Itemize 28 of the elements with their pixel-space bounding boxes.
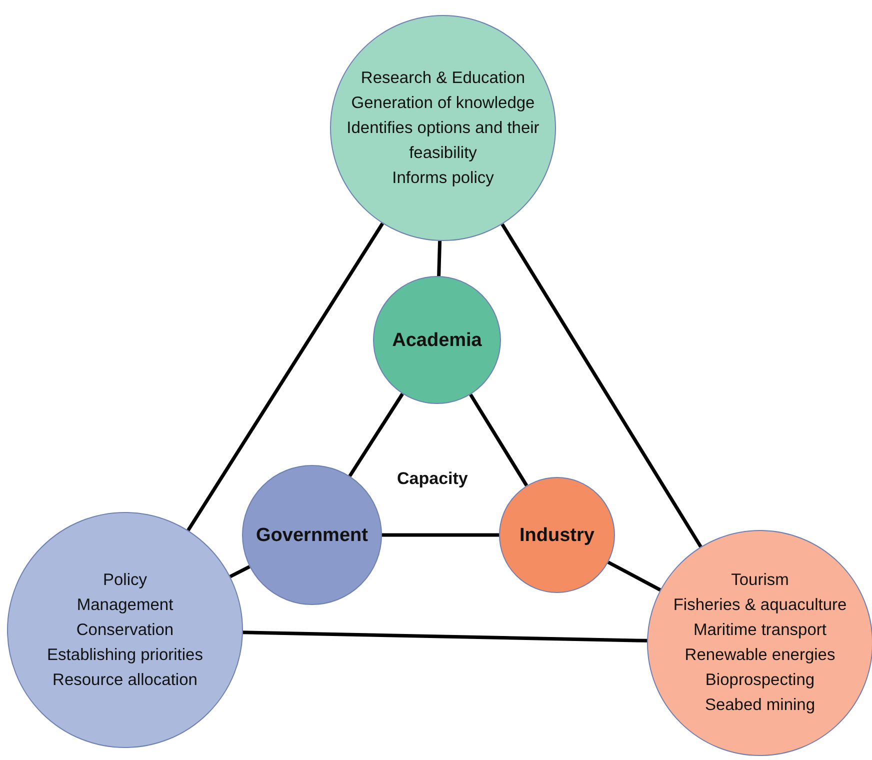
connector-line xyxy=(348,392,404,478)
sector-title: Government xyxy=(256,524,368,548)
role-text: Research & Education xyxy=(360,68,526,88)
connector-line xyxy=(242,630,648,642)
role-text: Identifies options and their feasibility xyxy=(346,118,540,164)
role-text: Informs policy xyxy=(392,168,494,188)
sector-title: Industry xyxy=(520,524,594,548)
role-text: Tourism xyxy=(731,570,789,591)
role-text: Seabed mining xyxy=(704,695,816,716)
role-text: Generation of knowledge xyxy=(351,92,535,114)
connector-line xyxy=(186,222,384,532)
role-text: Policy xyxy=(102,570,147,590)
sector-title: Academia xyxy=(392,328,482,352)
role-text: Establishing priorities xyxy=(47,644,203,666)
role-text: Conservation xyxy=(76,620,174,640)
role-text: Maritime transport xyxy=(694,620,826,641)
role-text: Fisheries & aquaculture xyxy=(673,595,847,616)
center-label: Capacity xyxy=(397,469,468,489)
connector-line xyxy=(382,533,499,537)
role-text: Management xyxy=(76,594,174,616)
role-text: Resource allocation xyxy=(52,670,198,690)
connector-line xyxy=(607,560,662,592)
role-text: Bioprospecting xyxy=(705,670,815,691)
connector-line xyxy=(437,240,442,276)
role-text: Renewable energies xyxy=(684,645,836,666)
connector-line xyxy=(469,394,528,487)
connector-line xyxy=(229,565,250,578)
connector-line xyxy=(500,223,702,548)
